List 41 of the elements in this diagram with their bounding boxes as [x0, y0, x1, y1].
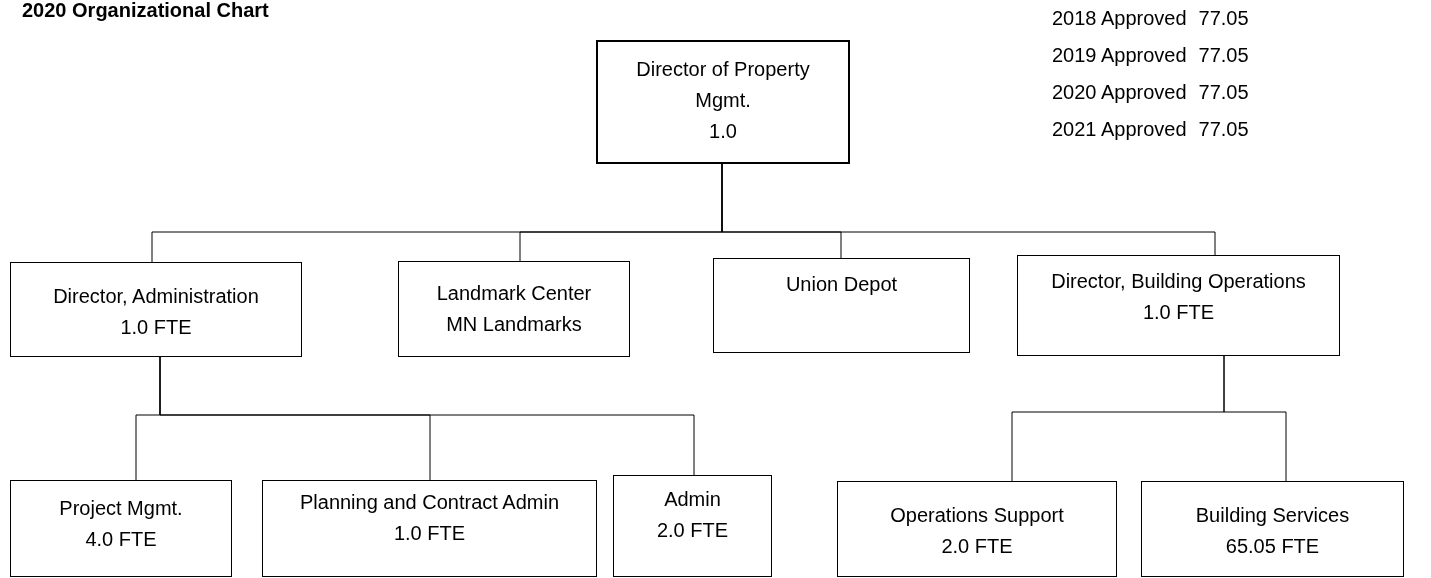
chart-title: 2020 Organizational Chart	[22, 0, 269, 23]
box-text: Landmark Center	[436, 281, 592, 306]
table-cell-text: 77.05	[1198, 117, 1249, 142]
box-text: MN Landmarks	[446, 312, 582, 337]
table-cell-text: 77.05	[1198, 6, 1249, 31]
org-box	[613, 475, 772, 577]
box-text: 2.0 FTE	[656, 518, 729, 543]
org-box	[10, 262, 302, 357]
box-text: 65.05 FTE	[1225, 534, 1320, 559]
box-text: Project Mgmt.	[59, 496, 183, 521]
org-box	[596, 40, 850, 164]
box-text: Operations Support	[890, 503, 1064, 528]
table-cell-text: 77.05	[1198, 43, 1249, 68]
org-box	[10, 480, 232, 577]
table-cell-text: 2020 Approved	[1052, 80, 1187, 105]
box-text: 1.0 FTE	[393, 521, 466, 546]
connector-line	[159, 356, 695, 476]
org-box	[1017, 255, 1340, 356]
box-text: 1.0	[709, 119, 737, 144]
box-text: 1.0 FTE	[1142, 300, 1215, 325]
connector-line	[721, 163, 1216, 256]
box-text: Building Services	[1195, 503, 1350, 528]
box-text: 1.0 FTE	[120, 315, 192, 340]
box-text: Director of Property Mgmt.	[635, 57, 811, 113]
table-cell-text: 2018 Approved	[1052, 6, 1187, 31]
org-box	[713, 258, 970, 353]
org-box	[262, 480, 597, 577]
box-text: Director, Building Operations	[1051, 269, 1306, 294]
box-text: Admin	[664, 487, 721, 512]
org-box	[837, 481, 1117, 577]
box-text: 2.0 FTE	[941, 534, 1013, 559]
org-box	[398, 261, 630, 357]
table-cell-text: 2021 Approved	[1052, 117, 1187, 142]
org-box	[1141, 481, 1404, 577]
box-text: 4.0 FTE	[85, 527, 157, 552]
table-cell-text: 2019 Approved	[1052, 43, 1187, 68]
box-text: Director, Administration	[53, 284, 259, 309]
table-cell-text: 77.05	[1198, 80, 1249, 105]
box-text: Union Depot	[785, 272, 898, 297]
connector-line	[1223, 355, 1287, 482]
box-text: Planning and Contract Admin	[299, 490, 560, 515]
